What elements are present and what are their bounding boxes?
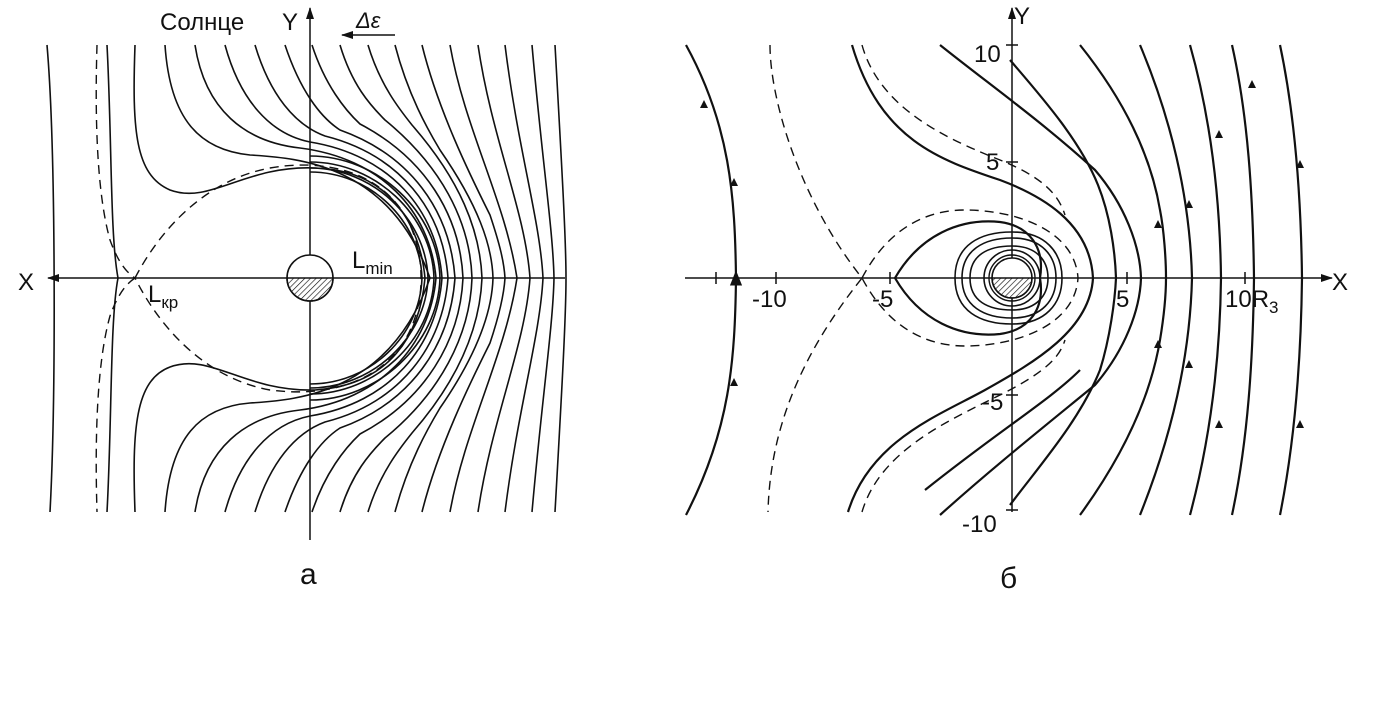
sun-label: Солнце [160, 9, 244, 36]
panel-b-streamlines [685, 44, 1304, 516]
field-line [224, 44, 443, 513]
arrowhead [730, 378, 738, 386]
panel-a-field-lines [46, 44, 567, 513]
x-axis-label-b: X [1332, 269, 1348, 296]
lmin-label: Lmin [352, 247, 393, 278]
arrowhead [700, 100, 708, 108]
tick-label-y-10: 10 [974, 41, 1001, 68]
field-line [133, 44, 426, 513]
dashed-streamline [861, 339, 1066, 513]
arrowhead [730, 178, 738, 186]
field-line [284, 44, 456, 513]
y-axis-label: Y [282, 9, 298, 36]
arrowhead [1215, 420, 1223, 428]
tick-label-y-neg5: -5 [982, 389, 1003, 416]
arrowhead [1154, 340, 1162, 348]
tick-label-y-neg10: -10 [962, 511, 997, 538]
field-line [194, 44, 437, 513]
panel-b-arrowheads [700, 80, 1304, 428]
inner-loop [961, 237, 1057, 319]
earth-night-side [286, 277, 334, 302]
field-line [311, 44, 464, 513]
streamline [924, 369, 1081, 491]
field-line [164, 44, 431, 513]
panel-a-separatrix [95, 44, 422, 513]
streamline [1278, 44, 1304, 516]
streamline [1138, 44, 1194, 516]
panel-b: Y X -10 -5 5 10R3 10 5 -5 -10 б [685, 3, 1348, 595]
tick-label-x-neg10: -10 [752, 286, 787, 313]
arrowhead [1296, 420, 1304, 428]
field-line [504, 44, 544, 513]
field-line [531, 44, 555, 513]
inner-loop [969, 245, 1049, 311]
arrowhead [1185, 360, 1193, 368]
inner-ring [988, 254, 1036, 302]
lkr-label: Lкр [148, 281, 178, 312]
field-line [394, 44, 494, 513]
streamline [685, 44, 743, 516]
inner-ring [983, 249, 1041, 307]
arrowhead [1215, 130, 1223, 138]
streamline [1079, 44, 1168, 516]
panel-b-dashed-lines [767, 44, 1079, 513]
panel-a-labels: Солнце Y Δε X Lmin Lкр а [18, 8, 393, 591]
caption-b: б [1000, 562, 1017, 595]
tick-label-x-10: 10R3 [1225, 286, 1279, 317]
contour-line [309, 161, 435, 395]
arrowhead [1154, 220, 1162, 228]
delta-epsilon-label: Δε [355, 8, 381, 33]
tick-label-x-5: 5 [1116, 286, 1129, 313]
field-line [421, 44, 506, 513]
field-line [367, 44, 483, 513]
contour-line [309, 155, 441, 401]
field-line [477, 44, 531, 513]
field-line [339, 44, 473, 513]
separatrix-lower-outer [95, 277, 136, 513]
field-line [106, 44, 119, 513]
arrowhead [1296, 160, 1304, 168]
separatrix-b-loop [861, 209, 1079, 347]
x-axis-label: X [18, 269, 34, 296]
streamline [846, 44, 1095, 513]
field-line [554, 44, 567, 513]
streamline [1188, 44, 1223, 516]
separatrix-loop [134, 164, 422, 393]
panel-a-contours [309, 155, 441, 401]
streamline [1009, 59, 1118, 506]
panel-a: Солнце Y Δε X Lmin Lкр а [18, 7, 567, 591]
field-line [254, 44, 449, 513]
caption-a: а [300, 558, 317, 591]
separatrix-upper-outer [95, 44, 136, 279]
streamline [939, 44, 1143, 516]
panel-a-earth [286, 254, 334, 302]
field-line [449, 44, 518, 513]
panel-b-labels: Y X -10 -5 5 10R3 10 5 -5 -10 б [752, 3, 1348, 595]
field-line [46, 44, 55, 513]
contour-line [309, 171, 423, 385]
y-axis-label-b: Y [1014, 3, 1030, 30]
arrowhead [1185, 200, 1193, 208]
panel-b-earth [991, 257, 1033, 299]
tick-label-y-5: 5 [986, 149, 999, 176]
tick-label-x-neg5: -5 [872, 286, 893, 313]
contour-line [309, 167, 429, 389]
panel-b-inner-vortex [894, 220, 1063, 336]
inner-loop [954, 231, 1063, 325]
dashed-streamline [861, 44, 1066, 216]
streamline [1230, 44, 1256, 516]
arrowhead [1248, 80, 1256, 88]
earth-night-side-b [991, 277, 1033, 299]
separatrix-b [767, 44, 863, 513]
